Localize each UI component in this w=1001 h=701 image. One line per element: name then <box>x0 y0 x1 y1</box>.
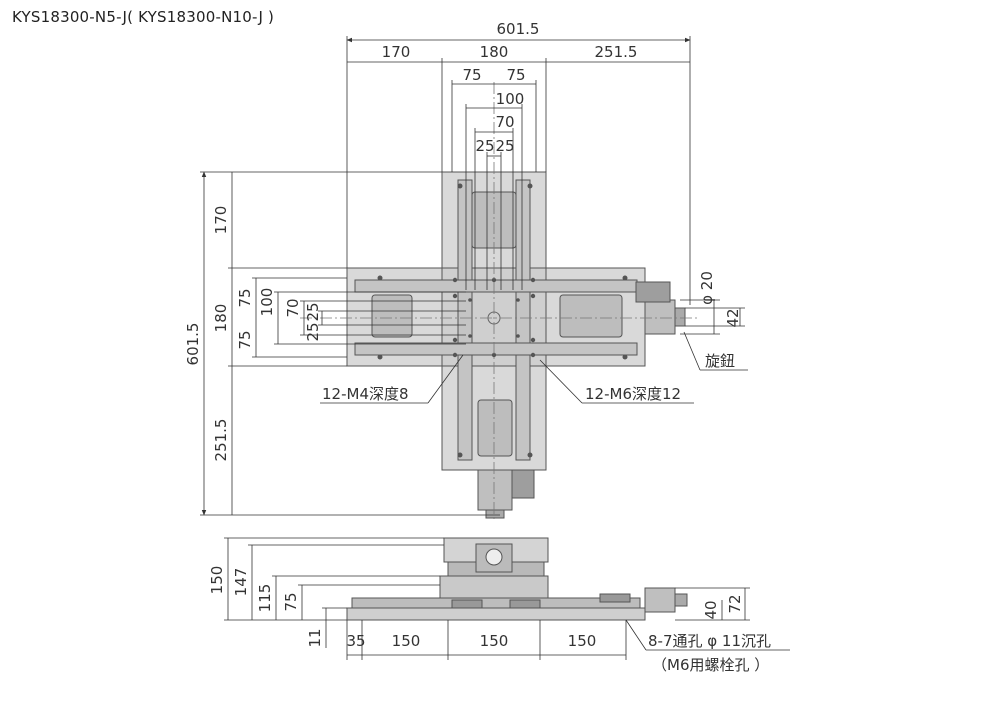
dim-base-35: 35 <box>346 632 365 650</box>
side-view-stage <box>346 537 688 621</box>
dim-pitch-3: 150 <box>568 632 597 650</box>
dim-side-147: 147 <box>232 568 250 597</box>
through-hole-note: 8-7通孔 φ 11沉孔 <box>648 632 771 650</box>
top-vertical-dimensions <box>200 171 500 516</box>
dim-overall-height: 601.5 <box>184 323 202 366</box>
dim-knob-diameter: φ 20 <box>698 271 716 305</box>
through-hole-subnote: （M6用螺栓孔 ） <box>652 656 769 674</box>
dim-height-251-5: 251.5 <box>212 419 230 462</box>
dim-75-right: 75 <box>506 66 525 84</box>
knob-dimensions <box>680 299 748 371</box>
dim-pitch-1: 150 <box>392 632 421 650</box>
dim-left-100: 100 <box>258 288 276 317</box>
dim-height-170: 170 <box>212 206 230 235</box>
dim-width-180: 180 <box>480 43 509 61</box>
dim-left-75-top: 75 <box>236 288 254 307</box>
dim-25-left: 25 <box>475 137 494 155</box>
dim-side-40: 40 <box>702 600 720 619</box>
top-horizontal-dimensions <box>346 36 691 305</box>
dim-25-right: 25 <box>495 137 514 155</box>
dim-side-72: 72 <box>726 594 744 613</box>
side-dimensions <box>224 537 790 660</box>
dim-70: 70 <box>495 113 514 131</box>
callout-m6: 12-M6深度12 <box>585 385 681 403</box>
dim-left-25-top: 25 <box>304 302 322 321</box>
dim-width-170: 170 <box>382 43 411 61</box>
dim-knob-height: 42 <box>724 308 742 327</box>
dim-side-150: 150 <box>208 566 226 595</box>
dim-side-75: 75 <box>282 592 300 611</box>
knob-label: 旋鈕 <box>705 352 735 370</box>
top-vertical-dimension-texts: 601.5 170 180 251.5 75 75 100 70 25 25 <box>184 206 322 462</box>
top-horizontal-dimension-texts: 601.5 170 180 251.5 75 75 100 70 25 25 <box>382 20 638 155</box>
dim-side-115: 115 <box>256 584 274 613</box>
dim-left-70: 70 <box>284 298 302 317</box>
hole-leaders <box>320 354 694 404</box>
callout-m4: 12-M4深度8 <box>322 385 409 403</box>
top-view-stage <box>346 171 686 519</box>
dim-left-25-bottom: 25 <box>304 322 322 341</box>
dim-100: 100 <box>496 90 525 108</box>
dim-75-left: 75 <box>462 66 481 84</box>
dim-left-75-bottom: 75 <box>236 330 254 349</box>
dim-height-180: 180 <box>212 304 230 333</box>
dim-side-11: 11 <box>306 628 324 647</box>
drawing-title: KYS18300-N5-J( KYS18300-N10-J ) <box>12 8 275 26</box>
dim-pitch-2: 150 <box>480 632 509 650</box>
dim-overall-width: 601.5 <box>497 20 540 38</box>
dim-width-251-5: 251.5 <box>595 43 638 61</box>
center-lines <box>300 82 700 520</box>
